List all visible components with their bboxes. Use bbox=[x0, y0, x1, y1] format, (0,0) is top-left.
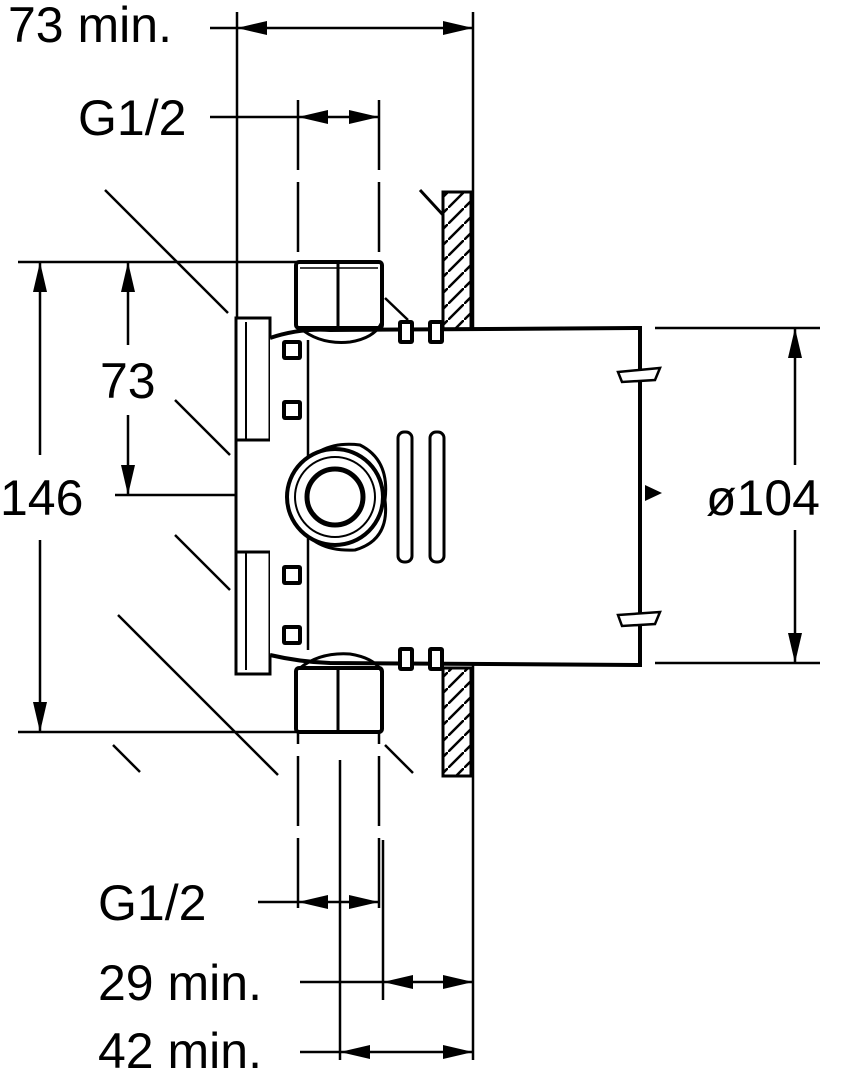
section-marks bbox=[104, 189, 414, 776]
top-connection-nut bbox=[294, 260, 384, 344]
label-full-height: 146 bbox=[0, 470, 83, 526]
label-depth-29: 29 min. bbox=[98, 955, 262, 1011]
wall-upper bbox=[418, 188, 473, 332]
label-top-thread: G1/2 bbox=[78, 90, 186, 146]
label-depth-42: 42 min. bbox=[98, 1023, 262, 1079]
label-bottom-thread: G1/2 bbox=[98, 875, 206, 931]
bottom-connection-nut bbox=[294, 652, 384, 734]
label-diameter: ø104 bbox=[706, 470, 820, 526]
label-half-height: 73 bbox=[100, 353, 156, 409]
wall-lower bbox=[441, 666, 473, 778]
label-top-width: 73 min. bbox=[8, 0, 172, 53]
valve-body bbox=[269, 320, 662, 671]
